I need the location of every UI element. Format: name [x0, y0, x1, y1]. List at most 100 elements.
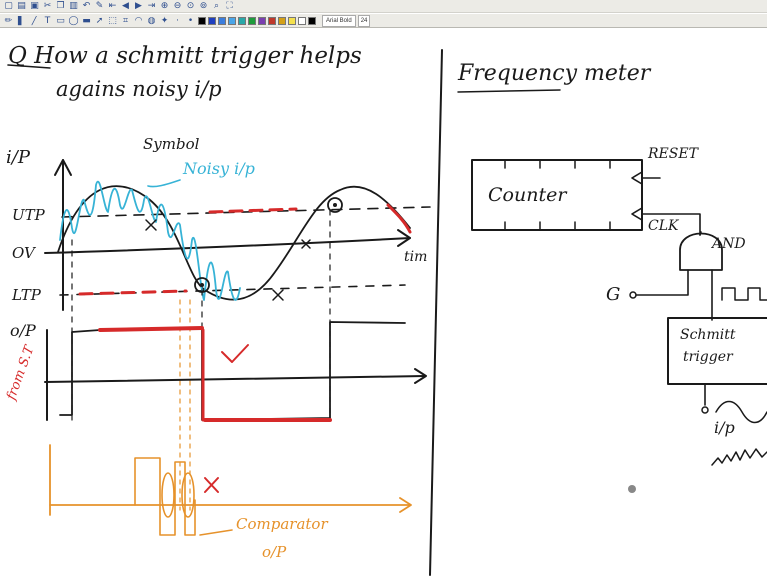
ov-label: OV: [12, 244, 35, 262]
g-terminal: [629, 291, 637, 299]
op-x-axis: [44, 375, 426, 383]
g-label: G: [606, 284, 621, 305]
counter-box: [471, 159, 643, 231]
color-swatch-1[interactable]: [208, 16, 216, 25]
drawing-toolbar: ✏ ▌ ╱ T ▭ ◯ ▬ ➚ ⬚ ⌗ ◠ ◍ ✦ · • Arial Bold…: [0, 14, 767, 28]
paste-icon[interactable]: ▥: [69, 1, 78, 11]
search-icon[interactable]: ⌕: [213, 1, 220, 11]
noisy-sketch: [711, 448, 767, 466]
color-picker-icon[interactable]: ✦: [160, 15, 169, 26]
zoom-in-icon[interactable]: ⊕: [160, 1, 169, 11]
thin-pen-icon[interactable]: ·: [176, 15, 179, 26]
color-swatch-3[interactable]: [228, 16, 236, 25]
pointer-dot: [628, 485, 636, 493]
copy-icon[interactable]: ❐: [56, 1, 65, 11]
zoom-fit-icon[interactable]: ⊙: [186, 1, 195, 11]
color-swatch-8[interactable]: [278, 16, 286, 25]
arrow-icon[interactable]: ➚: [95, 15, 104, 26]
output-square-wave: [59, 321, 406, 421]
pencil-icon[interactable]: ✏: [4, 15, 13, 26]
undo-icon[interactable]: ↶: [82, 1, 91, 11]
comparator-ellipse-2: [181, 472, 195, 518]
ltp-crossing-dot: [200, 283, 204, 287]
save-icon[interactable]: ▣: [30, 1, 39, 11]
schmitt-box: [667, 317, 767, 385]
x-mark-1: [145, 219, 157, 231]
zoom-width-icon[interactable]: ⊚: [199, 1, 208, 11]
open-file-icon[interactable]: ▤: [17, 1, 26, 11]
utp-label: UTP: [12, 206, 45, 224]
ip-y-axis-arrow: [54, 159, 72, 176]
first-page-icon[interactable]: ⇤: [108, 1, 117, 11]
color-swatch-2[interactable]: [218, 16, 226, 25]
prev-page-icon[interactable]: ◀: [122, 1, 129, 11]
highlighter-icon[interactable]: ▌: [18, 15, 25, 26]
color-swatch-7[interactable]: [268, 16, 276, 25]
time-axis-label: tim: [404, 249, 428, 265]
last-page-icon[interactable]: ⇥: [147, 1, 156, 11]
ltp-label: LTP: [12, 286, 41, 304]
page-divider-line: [429, 49, 443, 576]
output-red-high: [98, 326, 204, 332]
font-size-selector[interactable]: 24: [357, 14, 371, 27]
font-selector[interactable]: Arial Bold: [322, 14, 356, 27]
text-tool-icon[interactable]: T: [44, 15, 51, 26]
question-line-2: agains noisy i/p: [56, 77, 222, 101]
new-file-icon[interactable]: ▢: [4, 1, 13, 11]
and-output-wire: [699, 231, 702, 236]
color-swatch-5[interactable]: [248, 16, 256, 25]
thick-pen-icon[interactable]: •: [187, 15, 194, 26]
fullscreen-icon[interactable]: ⛶: [226, 1, 233, 11]
clk-label: CLK: [648, 218, 679, 234]
color-swatch-6[interactable]: [258, 16, 266, 25]
trigger-label: trigger: [683, 349, 733, 365]
sine-red-end: [386, 203, 412, 234]
frequency-meter-title: Frequency meter: [458, 61, 651, 86]
time-axis: [44, 237, 411, 254]
utp-crossing-dot: [333, 203, 337, 207]
next-page-icon[interactable]: ▶: [135, 1, 142, 11]
red-check-mark: [221, 344, 249, 363]
cut-icon[interactable]: ✂: [43, 1, 52, 11]
eraser-icon[interactable]: ▭: [56, 15, 65, 26]
color-swatch-4[interactable]: [238, 16, 246, 25]
rectangle-icon[interactable]: ▬: [82, 15, 91, 26]
clk-wire: [641, 213, 701, 236]
comparator-pulses: [134, 457, 196, 536]
and-gate-label: AND: [712, 236, 746, 252]
time-axis-arrow: [397, 229, 411, 247]
ltp-dashed-line: [59, 284, 406, 296]
reset-triangle: [631, 171, 643, 185]
pen-icon[interactable]: ✎: [95, 1, 104, 11]
whiteboard-canvas[interactable]: Q How a schmitt trigger helps agains noi…: [0, 29, 767, 580]
sine-input-curve: [57, 185, 411, 301]
schmitt-label: Schmitt: [680, 327, 736, 343]
clk-triangle: [631, 207, 643, 221]
color-swatch-9[interactable]: [288, 16, 296, 25]
color-palette: [198, 16, 316, 25]
comparator-label: Comparator: [236, 515, 328, 533]
square-wave-sketch: [721, 287, 767, 301]
title-underline: [457, 89, 561, 93]
color-swatch-10[interactable]: [298, 16, 306, 25]
noisy-ip-label: Noisy i/p: [183, 159, 255, 178]
x-mark-3: [301, 239, 311, 249]
question-line-1: Q How a schmitt trigger helps: [8, 43, 362, 69]
fill-icon[interactable]: ◍: [147, 15, 156, 26]
sine-sketch: [715, 400, 767, 424]
red-x-mark: [204, 477, 219, 493]
utp-dashed-line: [61, 206, 431, 218]
color-swatch-11[interactable]: [308, 16, 316, 25]
zoom-out-icon[interactable]: ⊖: [173, 1, 182, 11]
op-axis-label: o/P: [10, 321, 36, 340]
g-wire: [635, 269, 689, 296]
grid-icon[interactable]: ⌗: [122, 15, 129, 26]
ink-drawing: [7, 49, 767, 576]
line-icon[interactable]: ╱: [31, 15, 38, 26]
x-mark-2: [272, 289, 284, 301]
shape-icon[interactable]: ◯: [68, 15, 79, 26]
select-icon[interactable]: ⬚: [108, 15, 117, 26]
color-swatch-0[interactable]: [198, 16, 206, 25]
lasso-icon[interactable]: ◠: [134, 15, 143, 26]
schmitt-input-terminal: [701, 406, 709, 414]
